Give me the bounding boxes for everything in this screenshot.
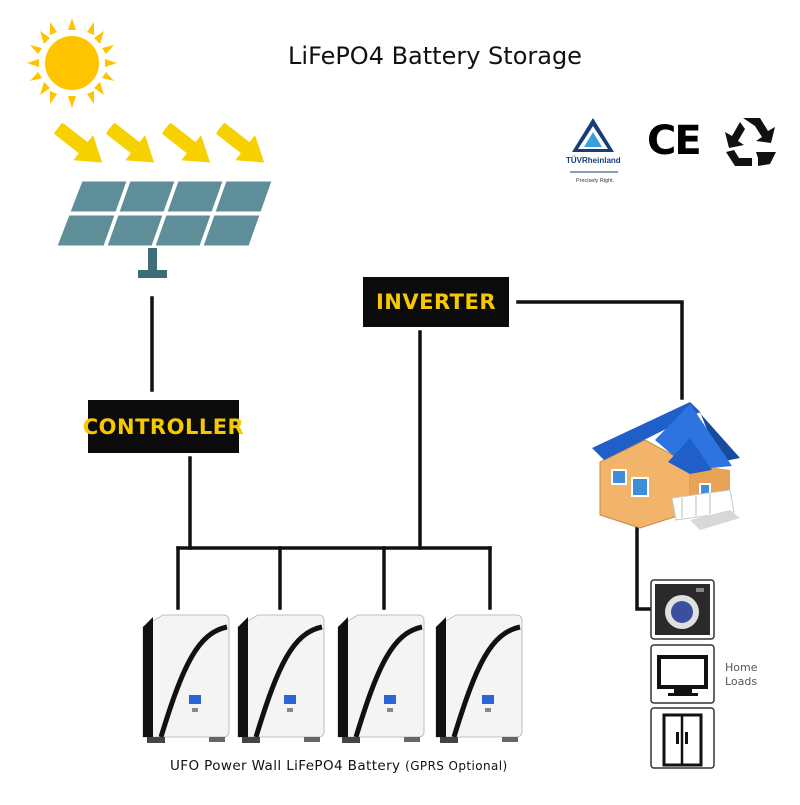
tuv-rheinland-name: TÜVRheinland: [566, 156, 621, 165]
battery-caption-optional: (GPRS Optional): [405, 759, 508, 773]
solar-panel-icon: [56, 180, 274, 278]
battery-unit: [337, 614, 425, 743]
house-icon: [592, 402, 740, 530]
washing-machine-icon: [650, 579, 715, 640]
battery-unit: [435, 614, 523, 743]
home-loads-label: Home Loads: [725, 661, 785, 689]
sunlight-rays-icon: [54, 123, 265, 163]
battery-caption: UFO Power Wall LiFePO4 Battery (GPRS Opt…: [170, 758, 600, 774]
refrigerator-icon: [650, 707, 715, 769]
sun-icon: [27, 18, 117, 108]
home-loads-line-2: Loads: [725, 675, 758, 688]
inverter-label: INVERTER: [375, 290, 497, 314]
page-title: LiFePO4 Battery Storage: [288, 42, 582, 70]
home-loads-line-1: Home: [725, 661, 758, 674]
appliances: [650, 579, 715, 769]
battery-bank: [142, 614, 523, 743]
controller-label: CONTROLLER: [82, 414, 245, 439]
controller-box: CONTROLLER: [83, 400, 244, 453]
tuv-rheinland-logo-icon: [570, 118, 618, 173]
battery-unit: [142, 614, 230, 743]
tuv-rheinland-slogan: Precisely Right.: [576, 178, 615, 184]
inverter-box: INVERTER: [363, 277, 509, 327]
recycle-icon: [725, 118, 776, 166]
battery-caption-main: UFO Power Wall LiFePO4 Battery: [170, 758, 401, 774]
battery-unit: [237, 614, 325, 743]
ce-mark: CE: [647, 118, 702, 164]
television-icon: [650, 644, 715, 704]
